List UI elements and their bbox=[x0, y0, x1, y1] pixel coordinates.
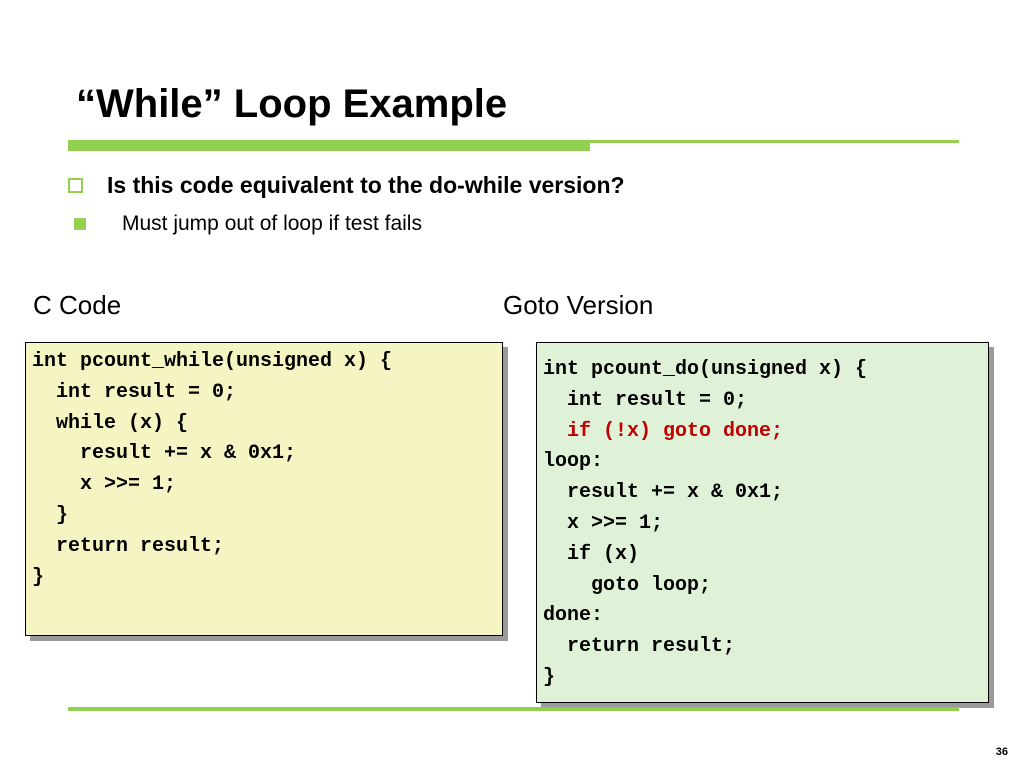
code-line: goto loop; bbox=[543, 573, 712, 597]
c-code-heading: C Code bbox=[33, 290, 122, 320]
code-line: loop: bbox=[543, 450, 604, 474]
code-line: while (x) { bbox=[32, 411, 189, 435]
code-line: if (x) bbox=[543, 542, 640, 566]
code-line: x >>= 1; bbox=[32, 473, 177, 497]
bullet-text: Must jump out of loop if test fails bbox=[122, 212, 422, 235]
code-line: } bbox=[543, 665, 556, 689]
code-line: } bbox=[32, 503, 69, 527]
code-line: result += x & 0x1; bbox=[32, 442, 297, 466]
solid-square-icon bbox=[74, 218, 86, 230]
bullet-level-2: Must jump out of loop if test fails bbox=[74, 212, 422, 236]
code-line: } bbox=[32, 565, 45, 589]
bullet-level-1: Is this code equivalent to the do-while … bbox=[68, 172, 625, 199]
code-line: result += x & 0x1; bbox=[543, 481, 784, 505]
hollow-square-icon bbox=[68, 178, 83, 193]
goto-version-box: int pcount_do(unsigned x) { int result =… bbox=[536, 342, 989, 703]
highlighted-code-line: if (!x) goto done; bbox=[543, 419, 784, 443]
code-line: int pcount_while(unsigned x) { bbox=[32, 350, 393, 373]
code-line: return result; bbox=[32, 534, 225, 558]
slide-title: “While” Loop Example bbox=[76, 82, 508, 126]
slide-number: 36 bbox=[995, 746, 1008, 758]
goto-version-heading: Goto Version bbox=[503, 290, 654, 320]
code-line: return result; bbox=[543, 635, 736, 659]
bullet-text: Is this code equivalent to the do-while … bbox=[107, 172, 625, 198]
code-line: done: bbox=[543, 604, 604, 628]
code-line: int result = 0; bbox=[543, 388, 748, 412]
c-code-box: int pcount_while(unsigned x) { int resul… bbox=[25, 342, 503, 636]
code-line: int result = 0; bbox=[32, 380, 237, 404]
code-line: int pcount_do(unsigned x) { bbox=[543, 358, 868, 381]
code-line: x >>= 1; bbox=[543, 511, 664, 535]
title-underline-accent bbox=[68, 141, 590, 151]
footer-rule bbox=[68, 707, 959, 711]
